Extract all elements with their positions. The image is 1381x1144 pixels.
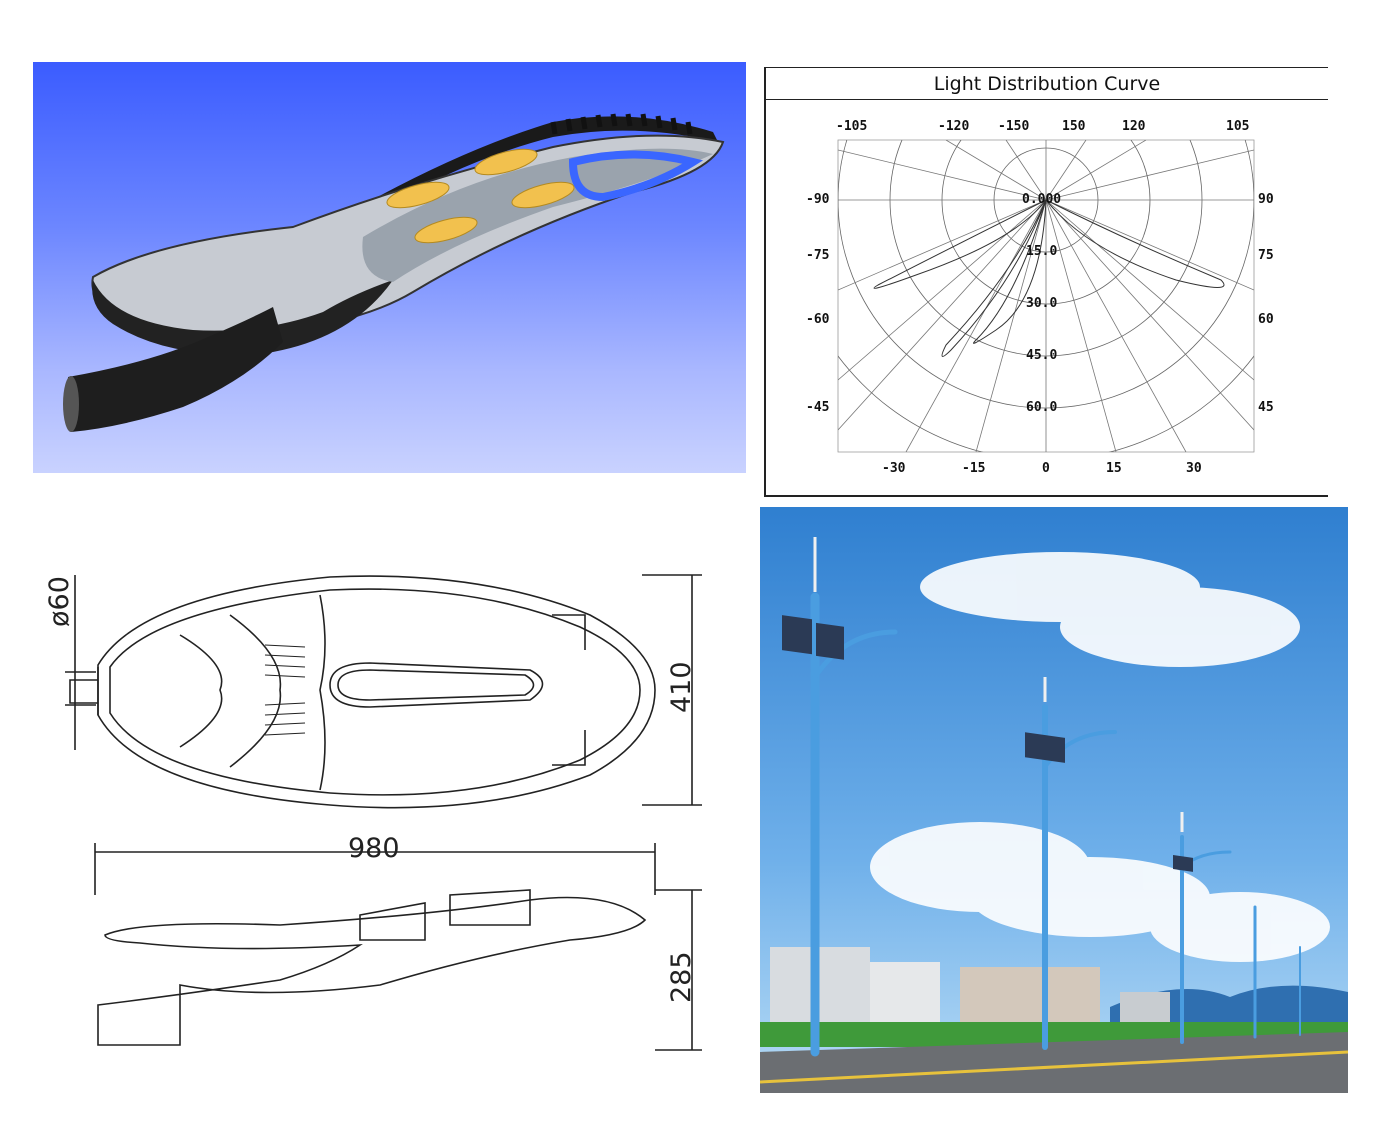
right-label: 75 — [1258, 248, 1274, 263]
bottom-label: 0 — [1042, 461, 1050, 476]
light-distribution-panel: Light Distribution Curve — [764, 67, 1328, 497]
bottom-label: 30 — [1186, 461, 1202, 476]
lamp-render-illustration — [63, 113, 725, 432]
clouds — [870, 552, 1330, 962]
bottom-label: 15 — [1106, 461, 1122, 476]
solar-panels — [782, 615, 1193, 872]
dimension-drawing: ø60 410 980 285 — [44, 574, 702, 1051]
road-line — [760, 1050, 1348, 1084]
street-scene — [760, 507, 1348, 1093]
ldc-title: Light Distribution Curve — [933, 72, 1161, 95]
top-label: 105 — [1226, 119, 1249, 134]
ldc-title-bar: Light Distribution Curve — [766, 68, 1328, 100]
led-modules — [386, 148, 575, 244]
dimension-height: 410 — [666, 661, 697, 713]
heat-sink-fins — [333, 113, 718, 232]
dimension-side-height: 285 — [666, 951, 697, 1003]
bottom-label: -15 — [962, 461, 985, 476]
lens-outline — [329, 662, 544, 708]
right-label: 60 — [1258, 312, 1274, 327]
wind-turbines — [813, 537, 1184, 832]
top-view-outline — [97, 575, 656, 809]
ring-label: 45.0 — [1026, 348, 1057, 363]
left-label: -90 — [806, 192, 830, 207]
blue-led-strip — [568, 150, 704, 202]
polar-grid — [838, 140, 1254, 452]
left-label: -60 — [806, 312, 830, 327]
distribution-curve-a — [873, 199, 1047, 289]
lamp-arm — [68, 307, 283, 432]
top-label: -150 — [998, 119, 1029, 134]
technical-drawing: ø60 410 980 285 — [30, 555, 730, 1065]
side-view-outline — [97, 896, 647, 1046]
right-label: 90 — [1258, 192, 1274, 207]
distribution-curve-c — [941, 199, 1047, 357]
top-label: -120 — [938, 119, 969, 134]
top-label: -105 — [836, 119, 867, 134]
distribution-curve-d — [973, 199, 1047, 344]
distribution-curve-b — [1045, 199, 1225, 288]
polar-labels: -105 -120 -150 150 120 105 -90 -75 -60 -… — [806, 119, 1274, 476]
ring-label: 60.0 — [1026, 400, 1057, 415]
dimension-length: 980 — [348, 833, 400, 864]
ring-label: 0.000 — [1022, 192, 1061, 207]
left-label: -75 — [806, 248, 829, 263]
ring-label: 30.0 — [1026, 296, 1057, 311]
right-label: 45 — [1258, 400, 1274, 415]
street-scene-illustration — [760, 507, 1348, 1093]
polar-frame — [837, 139, 1255, 453]
left-label: -45 — [806, 400, 829, 415]
lamp-render — [33, 62, 746, 473]
led-panel — [362, 148, 713, 282]
bottom-label: -30 — [882, 461, 906, 476]
ring-label: 15.0 — [1026, 244, 1057, 259]
road — [760, 1032, 1348, 1093]
top-label: 150 — [1062, 119, 1086, 134]
polar-chart: -105 -120 -150 150 120 105 -90 -75 -60 -… — [806, 119, 1274, 476]
dimension-diameter: ø60 — [44, 576, 75, 627]
top-label: 120 — [1122, 119, 1146, 134]
